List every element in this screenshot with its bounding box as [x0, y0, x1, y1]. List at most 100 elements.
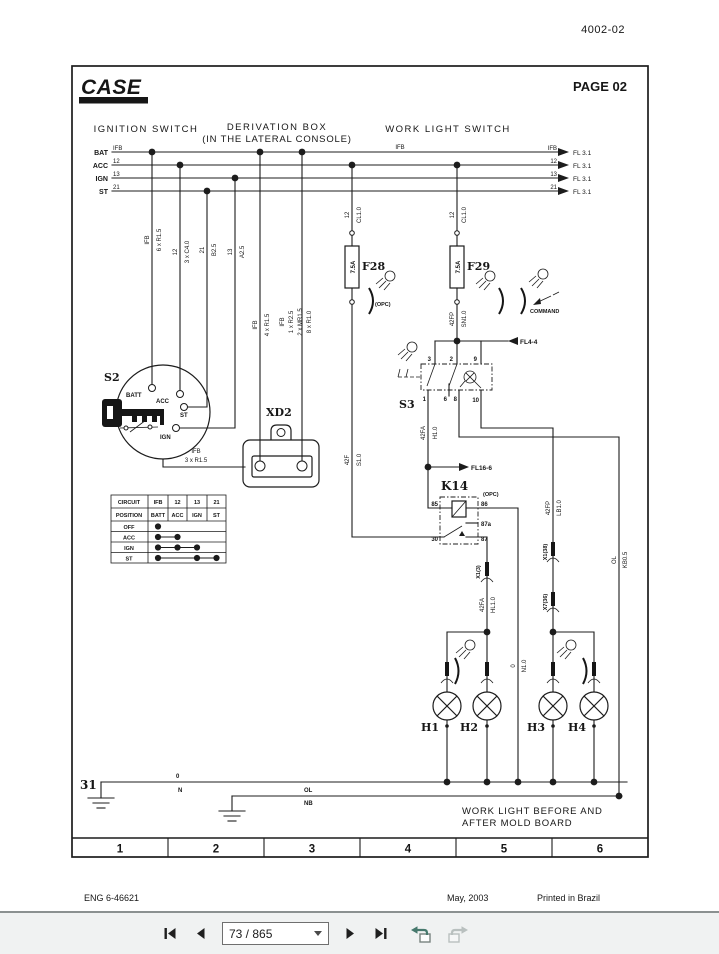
header-derivation-box: DERIVATION BOX — [227, 122, 327, 133]
worklight-icon — [528, 268, 549, 289]
wire-size: 1 x R2.5 — [289, 310, 295, 333]
wire-size: NB — [304, 801, 313, 807]
option-brace — [454, 657, 460, 685]
connector-xd2: XD2 — [242, 406, 320, 488]
bus-ign-rcode: 13 — [550, 172, 557, 178]
option-brace — [520, 287, 526, 315]
s2-st-label: ST — [180, 413, 188, 419]
table-header: 12 — [174, 500, 180, 506]
option-brace — [582, 657, 588, 685]
k14-opc-note: (OPC) — [483, 492, 499, 498]
s3-pin-label: 3 — [428, 357, 432, 363]
previous-view-icon — [411, 926, 431, 943]
s2-acc-label: ACC — [156, 399, 170, 405]
wire-size: S1.0 — [357, 453, 363, 466]
ground-ref: 31 — [80, 778, 97, 792]
brand-text: CASE — [81, 76, 142, 99]
lamp-label: H2 — [460, 721, 478, 734]
wire-code: 42FA — [480, 598, 486, 612]
previous-page-icon — [197, 928, 205, 939]
wire-size: A2.5 — [240, 245, 246, 258]
chevron-down-icon[interactable] — [314, 931, 322, 936]
connector-label: X1(38) — [543, 544, 549, 561]
bus-bat-rcode: IFB — [548, 146, 557, 152]
table-header: CIRCUIT — [118, 500, 141, 506]
wire-size: 4 x R1.5 — [265, 313, 271, 336]
command-switch-icon — [533, 291, 560, 305]
last-page-button[interactable] — [371, 923, 391, 945]
footer-origin: Printed in Brazil — [537, 893, 600, 903]
power-buses: BAT ACC IGN ST IFB 12 13 21 IFB IFB 12 1… — [93, 145, 592, 196]
option-brace — [368, 287, 374, 315]
worklight-icon — [375, 270, 396, 291]
relay-k14: K14 (OPC) 85 86 87a 87 30 — [431, 479, 499, 545]
wire-labels: IFB 6 x R1.5 12 3 x C4.0 21 B2.5 13 A2.5… — [145, 206, 629, 672]
first-page-button[interactable] — [160, 923, 180, 945]
lamp-h1: H1 — [421, 691, 462, 734]
zone-number: 6 — [597, 844, 603, 856]
k14-pin-label: 87 — [481, 537, 488, 543]
bus-acc-code: 12 — [113, 159, 120, 165]
k14-pin-label: 30 — [431, 537, 438, 543]
table-row-label: OFF — [124, 525, 136, 531]
wire-code: 42FA — [421, 426, 427, 440]
bus-bat-dest: FL 3.1 — [573, 150, 592, 157]
s3-pin-label: 2 — [450, 357, 454, 363]
wire-size: KB0.5 — [623, 551, 629, 568]
table-header: ACC — [172, 513, 184, 519]
wire-code: IFB — [253, 320, 259, 329]
previous-page-button[interactable] — [191, 923, 211, 945]
wire-code: 21 — [200, 246, 206, 253]
table-header: IGN — [192, 513, 202, 519]
wire-code: 12 — [345, 211, 351, 218]
opc-note: (OPC) — [375, 302, 391, 308]
wire-size: N1.0 — [522, 659, 528, 672]
next-view-icon — [448, 926, 468, 943]
table-header: 21 — [213, 500, 219, 506]
s3-pin-label: 9 — [474, 357, 478, 363]
wire-size: B2.5 — [212, 243, 218, 256]
next-page-button[interactable] — [340, 923, 360, 945]
s3-pin-label: 10 — [472, 398, 479, 404]
arrow-right-icon — [558, 148, 569, 156]
ground-buses: 31 0 N OL NB — [80, 774, 628, 822]
previous-view-button[interactable] — [408, 922, 434, 946]
manual-page: 4002-02 CASE PAGE 02 IGNITION SWITCH DER… — [71, 24, 649, 903]
zone-number: 5 — [501, 844, 508, 856]
header-derivation-box-2: (IN THE LATERAL CONSOLE) — [202, 134, 351, 145]
indicator-lamp-icon — [463, 370, 477, 384]
table-header: IFB — [154, 500, 163, 506]
table-header: BATT — [151, 513, 166, 519]
first-page-icon — [164, 928, 176, 939]
lamp-label: H3 — [527, 721, 545, 734]
bus-acc-dest: FL 3.1 — [573, 163, 592, 170]
fuse-f29: 7.5A F29 COMMAND — [449, 245, 560, 315]
arrow-right-icon — [558, 174, 569, 182]
f29-rating: 7.5A — [456, 260, 462, 273]
connector-label: X1(3) — [476, 565, 482, 579]
offpage-ref-fl16-6: FL16-6 — [459, 463, 492, 472]
bus-st-dest: FL 3.1 — [573, 189, 592, 196]
doc-code: 4002-02 — [581, 24, 625, 36]
bus-acc-rcode: 12 — [550, 159, 557, 165]
worklight-icon — [397, 341, 418, 362]
wire-size: 6 x R1.5 — [157, 228, 163, 251]
wiring — [151, 151, 620, 797]
wire-size: 3 x R1.5 — [185, 458, 208, 464]
page-number-combobox[interactable]: 73 / 865 — [222, 922, 329, 945]
wire-code: 12 — [450, 211, 456, 218]
zone-strip: 1 2 3 4 5 6 — [72, 837, 648, 857]
table-header: ST — [213, 513, 221, 519]
bus-st-label: ST — [99, 189, 109, 196]
wire-size: 3 x C4.0 — [185, 240, 191, 263]
next-view-button[interactable] — [445, 922, 471, 946]
k14-pin-label: 85 — [431, 502, 438, 508]
diagram-caption-2: AFTER MOLD BOARD — [462, 818, 572, 829]
wire-size: 8 x R1.0 — [307, 310, 313, 333]
xd2-ref: XD2 — [266, 406, 292, 419]
arrow-right-icon — [558, 187, 569, 195]
bus-st-rcode: 21 — [550, 185, 557, 191]
logo-underline — [79, 97, 148, 104]
s3-pin-label: 8 — [454, 397, 458, 403]
